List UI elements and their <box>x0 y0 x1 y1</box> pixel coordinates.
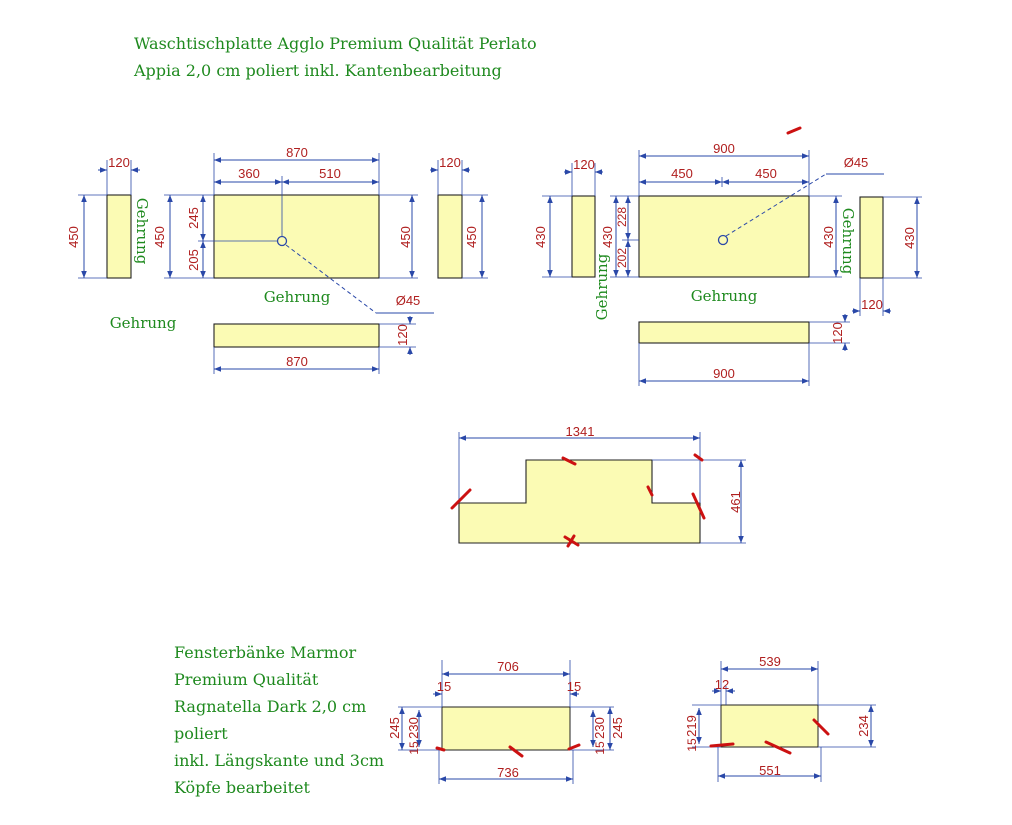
right-vanity-group: 120 430 900 450 450 430 228 202 Gehrung … <box>533 141 922 386</box>
sill-1-right-return: 15 <box>567 679 581 694</box>
right-vanity-top-width: 900 <box>713 141 735 156</box>
right-vanity-right-segment: 450 <box>755 166 777 181</box>
right-vanity-left-label: Gehrung <box>593 253 611 320</box>
drawing-title: Waschtischplatte Agglo Premium Qualität … <box>134 30 537 84</box>
left-vanity-right-segment: 510 <box>319 166 341 181</box>
cut-mark <box>566 534 576 548</box>
left-vanity-left-label: Gehrung <box>110 314 177 332</box>
cut-mark <box>709 742 735 748</box>
cut-mark <box>508 745 524 758</box>
sill-2-left-small: 15 <box>685 738 699 752</box>
sill-2-left-inner: 219 <box>684 715 699 737</box>
sill-1-bottom-width: 736 <box>497 765 519 780</box>
right-vanity-hole-diameter: Ø45 <box>844 155 869 170</box>
cut-mark <box>693 453 704 462</box>
title-line-2: Appia 2,0 cm poliert inkl. Kantenbearbei… <box>134 61 502 80</box>
title-line-1: Waschtischplatte Agglo Premium Qualität … <box>134 34 537 53</box>
cut-mark <box>646 485 654 497</box>
left-vanity-front-strip <box>213 323 380 348</box>
right-vanity-front-width: 900 <box>713 366 735 381</box>
left-vanity-right-side-width: 120 <box>439 155 461 170</box>
cut-mark <box>435 746 446 752</box>
fenster-line-2: Premium Qualität <box>174 670 319 689</box>
cut-mark <box>450 488 472 510</box>
sill-1-group: 706 15 15 736 245 230 15 245 230 15 <box>387 659 625 784</box>
left-vanity-upper-offset: 245 <box>186 207 201 229</box>
right-vanity-right-label: Gehrung <box>839 208 857 275</box>
left-vanity-right-side-panel <box>437 194 463 279</box>
right-vanity-left-side-height: 430 <box>533 226 548 248</box>
cut-mark <box>561 456 577 466</box>
left-vanity-front-height: 120 <box>395 324 410 346</box>
fenster-line-5: inkl. Längskante und 3cm <box>174 751 385 770</box>
t-plate-height: 461 <box>728 491 743 513</box>
fenster-line-3: Ragnatella Dark 2,0 cm <box>174 697 367 716</box>
sill-2-bottom-width: 551 <box>759 763 781 778</box>
right-vanity-center-label: Gehrung <box>691 287 758 305</box>
sill-2-group: 539 12 551 219 15 234 <box>684 654 876 782</box>
t-shaped-plate <box>458 459 701 544</box>
right-vanity-right-side-panel <box>859 196 884 279</box>
right-vanity-drain-hole-icon <box>717 234 729 246</box>
t-plate-group: 1341 461 <box>450 126 802 548</box>
right-vanity-right-side-height: 430 <box>902 227 917 249</box>
left-vanity-left-segment: 360 <box>238 166 260 181</box>
left-vanity-drain-hole-icon <box>276 235 288 247</box>
left-vanity-hole-diameter: Ø45 <box>396 293 421 308</box>
left-vanity-left-side-width: 120 <box>108 155 130 170</box>
sill-2-right-height: 234 <box>856 715 871 737</box>
left-vanity-center-label: Gehrung <box>264 288 331 306</box>
sill-1-right-outer: 245 <box>610 717 625 739</box>
right-vanity-front-strip <box>638 321 810 344</box>
t-plate-width: 1341 <box>566 424 595 439</box>
sill-1-right-small: 15 <box>593 741 607 755</box>
sill-1-left-inner: 230 <box>406 717 421 739</box>
left-vanity-right-side-height: 450 <box>464 226 479 248</box>
right-vanity-left-side-width: 120 <box>573 157 595 172</box>
left-vanity-left-side-panel <box>106 194 132 279</box>
sill-1-left-outer: 245 <box>387 717 402 739</box>
cut-mark <box>786 126 802 135</box>
left-vanity-outer-height: 450 <box>152 226 167 248</box>
sill-1-left-return: 15 <box>437 679 451 694</box>
fenster-line-6: Köpfe bearbeitet <box>174 778 310 797</box>
left-vanity-side-label: Gehrung <box>133 198 151 265</box>
right-vanity-right-height: 430 <box>821 226 836 248</box>
left-vanity-top-width: 870 <box>286 145 308 160</box>
left-vanity-front-width: 870 <box>286 354 308 369</box>
cut-mark <box>764 740 792 755</box>
left-vanity-left-side-height: 450 <box>66 226 81 248</box>
right-vanity-lower-offset: 202 <box>615 248 629 268</box>
right-vanity-right-side-width: 120 <box>861 297 883 312</box>
sill-2-plate <box>720 704 819 748</box>
right-vanity-left-segment: 450 <box>671 166 693 181</box>
fenster-line-1: Fensterbänke Marmor <box>174 643 357 662</box>
fenster-description: Fensterbänke Marmor Premium Qualität Rag… <box>174 639 384 801</box>
sill-2-left-return: 12 <box>715 677 729 692</box>
left-vanity-right-height: 450 <box>398 226 413 248</box>
fenster-line-4: poliert <box>174 724 228 743</box>
right-vanity-front-height: 120 <box>830 322 845 344</box>
right-vanity-left-side-panel <box>571 195 596 278</box>
sill-1-right-inner: 230 <box>592 717 607 739</box>
left-vanity-top-plate <box>213 194 380 279</box>
cut-mark <box>691 492 706 520</box>
sill-2-top-width: 539 <box>759 654 781 669</box>
right-vanity-left-outer-height: 430 <box>600 226 615 248</box>
cut-mark <box>567 743 581 751</box>
left-vanity-group: 120 450 Gehrung 870 360 510 450 245 205 … <box>66 145 488 374</box>
sill-1-top-width: 706 <box>497 659 519 674</box>
right-vanity-upper-offset: 228 <box>615 207 629 227</box>
left-vanity-lower-offset: 205 <box>186 249 201 271</box>
sill-1-left-small: 15 <box>407 741 421 755</box>
cut-mark <box>812 718 830 736</box>
sill-1-plate <box>441 706 571 751</box>
